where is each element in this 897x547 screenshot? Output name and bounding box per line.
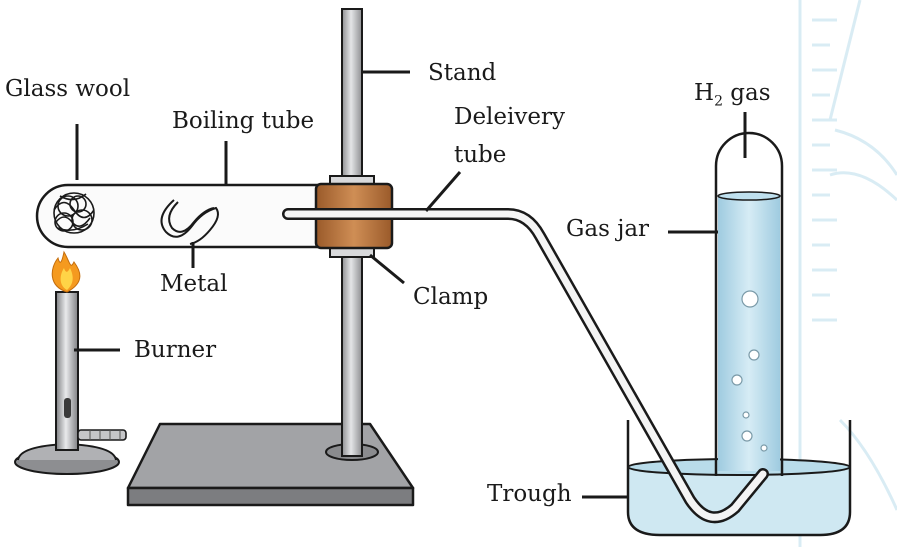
label-burner: Burner: [134, 337, 217, 363]
label-stand: Stand: [428, 60, 497, 86]
flame-icon: [51, 250, 81, 293]
leader-lines: [74, 70, 747, 499]
label-clamp: Clamp: [413, 284, 489, 310]
label-boiling-tube: Boiling tube: [172, 108, 315, 134]
delivery-tube: [282, 208, 769, 524]
label-trough: Trough: [487, 481, 572, 507]
label-h2-gas-sub: 2: [714, 93, 723, 110]
label-delivery-tube-line1: Deleivery: [454, 104, 565, 130]
burner: [14, 291, 127, 475]
label-h2-gas-rest: gas: [722, 80, 771, 106]
label-h2-gas-h: H: [694, 80, 715, 106]
stand-base: [126, 422, 415, 507]
watermark: [798, 0, 897, 547]
gas-jar: [714, 131, 784, 476]
metal-coil: [160, 199, 219, 245]
label-metal: Metal: [160, 271, 228, 297]
label-gas-jar: Gas jar: [566, 216, 650, 242]
label-h2-gas: H2 gas: [694, 82, 771, 109]
glass-wool: [53, 192, 95, 234]
boiling-tube: [35, 183, 320, 249]
bubble-icon: [731, 290, 768, 452]
label-delivery-tube-line2: tube: [454, 142, 507, 168]
label-glass-wool: Glass wool: [5, 76, 131, 102]
